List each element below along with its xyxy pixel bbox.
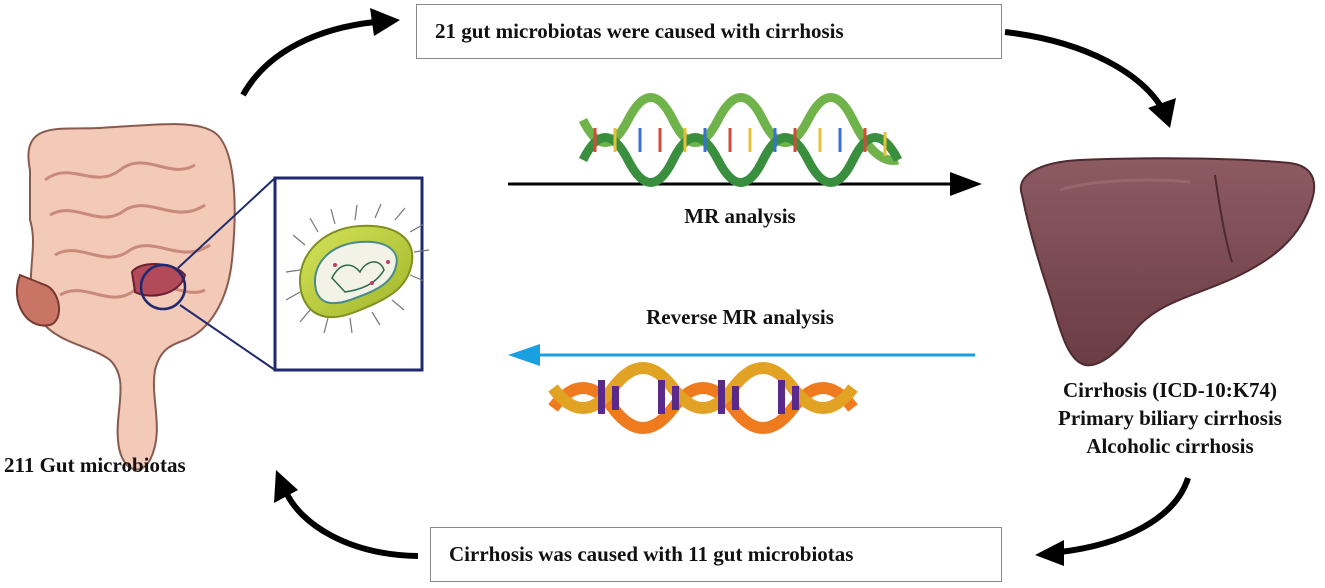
curved-arrow-bottom-left: [274, 470, 419, 559]
liver-label-cirrhosis: Cirrhosis (ICD-10:K74): [1062, 378, 1278, 402]
dna-helix-orange-icon: [548, 362, 858, 434]
bacterium-icon: [285, 203, 430, 334]
curved-arrow-top-left: [240, 8, 400, 97]
intestine-icon: [15, 123, 236, 471]
reverse-mr-label: Reverse MR analysis: [646, 305, 834, 329]
curved-arrow-top-right: [1004, 29, 1176, 128]
liver-label-primary-biliary: Primary biliary cirrhosis: [1058, 406, 1282, 430]
liver-icon: [1019, 157, 1316, 367]
liver-label-alcoholic: Alcoholic cirrhosis: [1086, 434, 1254, 458]
dna-helix-green-icon: [578, 93, 903, 187]
bottom-finding-box: Cirrhosis was caused with 11 gut microbi…: [430, 527, 1002, 582]
reverse-mr-arrow: [508, 344, 975, 366]
top-finding-box: 21 gut microbiotas were caused with cirr…: [416, 4, 1002, 59]
gut-microbiota-label: 211 Gut microbiotas: [4, 453, 186, 477]
liver-labels: Cirrhosis (ICD-10:K74) Primary biliary c…: [1015, 376, 1325, 460]
forward-mr-label: MR analysis: [684, 204, 796, 228]
curved-arrow-bottom-right: [1035, 477, 1191, 566]
top-finding-text: 21 gut microbiotas were caused with cirr…: [435, 19, 844, 43]
bottom-finding-text: Cirrhosis was caused with 11 gut microbi…: [449, 542, 854, 566]
